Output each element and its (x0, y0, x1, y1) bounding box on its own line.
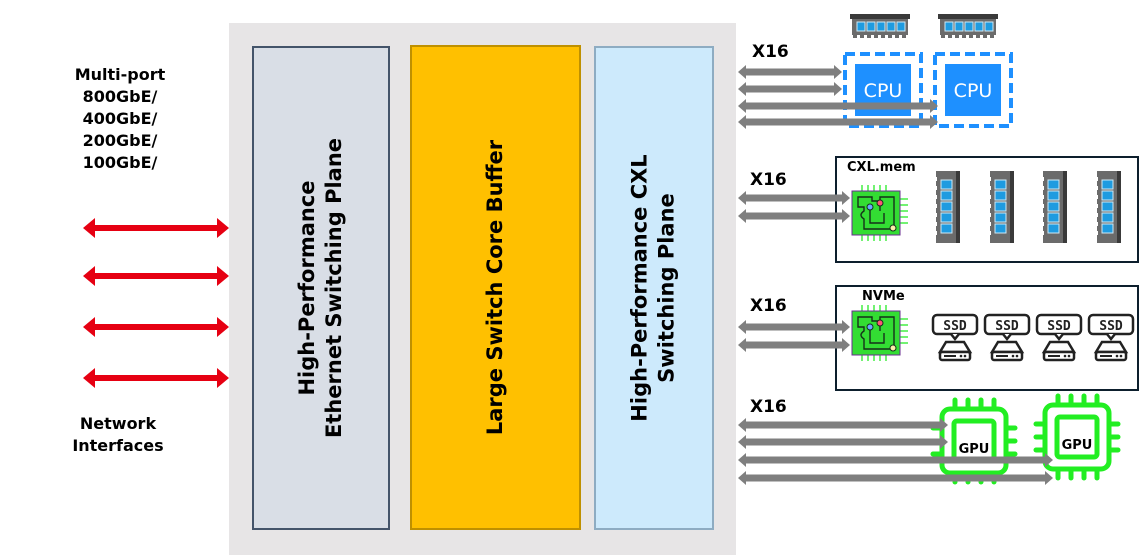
lane-label-nvme: X16 (750, 296, 787, 316)
cxl-switching-plane: High-Performance CXL Switching Plane (594, 46, 714, 530)
svg-text:SSD: SSD (995, 319, 1019, 334)
pcie-link-arrow (738, 115, 938, 129)
core-buffer: Large Switch Core Buffer (410, 45, 581, 530)
pcie-link-arrow (738, 418, 948, 432)
svg-text:SSD: SSD (1099, 319, 1123, 334)
ethernet-switching-plane: High-Performance Ethernet Switching Plan… (252, 46, 390, 530)
controller-chip-icon (851, 185, 908, 241)
gpu-label: GPU (1062, 438, 1093, 453)
cpu-label: CPU (954, 80, 993, 102)
dimm-icon (934, 171, 960, 243)
cpu-icon (933, 52, 1013, 128)
ssd-icon: SSD (983, 313, 1031, 362)
dimm-icon (1095, 171, 1121, 243)
memory-module-icon (938, 14, 998, 38)
gpu-icon (1033, 393, 1121, 481)
pcie-link-arrow (738, 453, 1053, 467)
pcie-link-arrow (738, 320, 850, 334)
pcie-link-arrow (738, 191, 850, 205)
svg-text:SSD: SSD (1047, 319, 1071, 334)
dimm-icon (988, 171, 1014, 243)
svg-text:SSD: SSD (943, 319, 967, 334)
lane-label-cpu: X16 (752, 42, 789, 62)
pcie-link-arrow (738, 65, 842, 79)
controller-chip-icon (851, 305, 908, 361)
nvme-label: NVMe (862, 289, 905, 304)
pcie-link-arrow (738, 82, 842, 96)
pcie-link-arrow (738, 99, 938, 113)
network-ports-label: Multi-port 800GbE/ 400GbE/ 200GbE/ 100Gb… (74, 65, 166, 172)
pcie-link-arrow (738, 338, 850, 352)
gpu-label: GPU (959, 442, 990, 457)
pcie-link-arrow (738, 435, 948, 449)
network-interfaces-label: Network Interfaces (72, 414, 164, 455)
cpu-label: CPU (864, 80, 903, 102)
pcie-link-arrow (738, 471, 1053, 485)
ssd-icon: SSD (1087, 313, 1135, 362)
memory-module-icon (850, 14, 910, 38)
lane-label-cxl: X16 (750, 170, 787, 190)
lane-label-gpu: X16 (750, 397, 787, 417)
cxl-mem-label: CXL.mem (847, 160, 916, 175)
ssd-icon: SSD (1035, 313, 1083, 362)
dimm-icon (1041, 171, 1067, 243)
pcie-link-arrow (738, 209, 850, 223)
ssd-icon: SSD (931, 313, 979, 362)
